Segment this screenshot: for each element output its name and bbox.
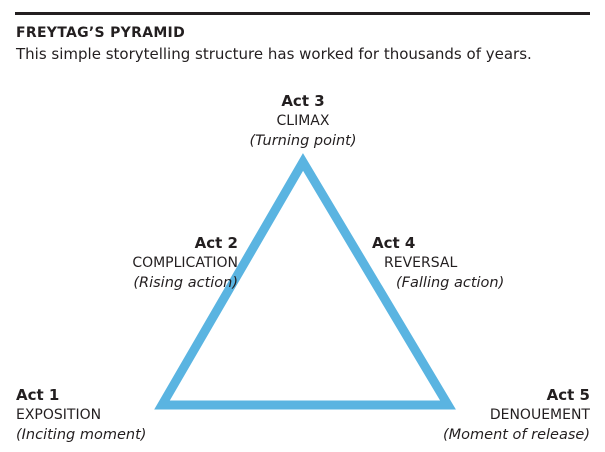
act-1-label: Act 1 EXPOSITION (Inciting moment) <box>16 385 196 445</box>
act-1-description: (Inciting moment) <box>16 427 147 443</box>
act-1-number: Act 1 <box>16 386 60 404</box>
act-3-number: Act 3 <box>281 92 325 110</box>
header-rule <box>15 12 590 15</box>
act-4-name: REVERSAL <box>384 255 458 271</box>
act-4-number: Act 4 <box>372 234 416 252</box>
act-3-description: (Turning point) <box>249 133 357 149</box>
act-2-number: Act 2 <box>194 234 238 252</box>
triangle-outline <box>154 153 456 410</box>
act-5-description: (Moment of release) <box>442 427 590 443</box>
act-5-number: Act 5 <box>546 386 590 404</box>
act-1-name: EXPOSITION <box>16 407 102 423</box>
diagram-subtitle: This simple storytelling structure has w… <box>16 45 532 63</box>
act-3-label: Act 3 CLIMAX (Turning point) <box>233 91 373 151</box>
act-5-name: DENOUEMENT <box>489 407 590 423</box>
act-4-label: Act 4 REVERSAL (Falling action) <box>372 233 542 293</box>
diagram-title: FREYTAG’S PYRAMID <box>16 25 185 41</box>
act-2-label: Act 2 COMPLICATION (Rising action) <box>60 233 238 293</box>
act-2-name: COMPLICATION <box>132 255 238 271</box>
act-4-description: (Falling action) <box>396 275 505 291</box>
act-2-description: (Rising action) <box>133 275 238 291</box>
act-5-label: Act 5 DENOUEMENT (Moment of release) <box>404 385 590 445</box>
act-3-name: CLIMAX <box>276 113 330 129</box>
